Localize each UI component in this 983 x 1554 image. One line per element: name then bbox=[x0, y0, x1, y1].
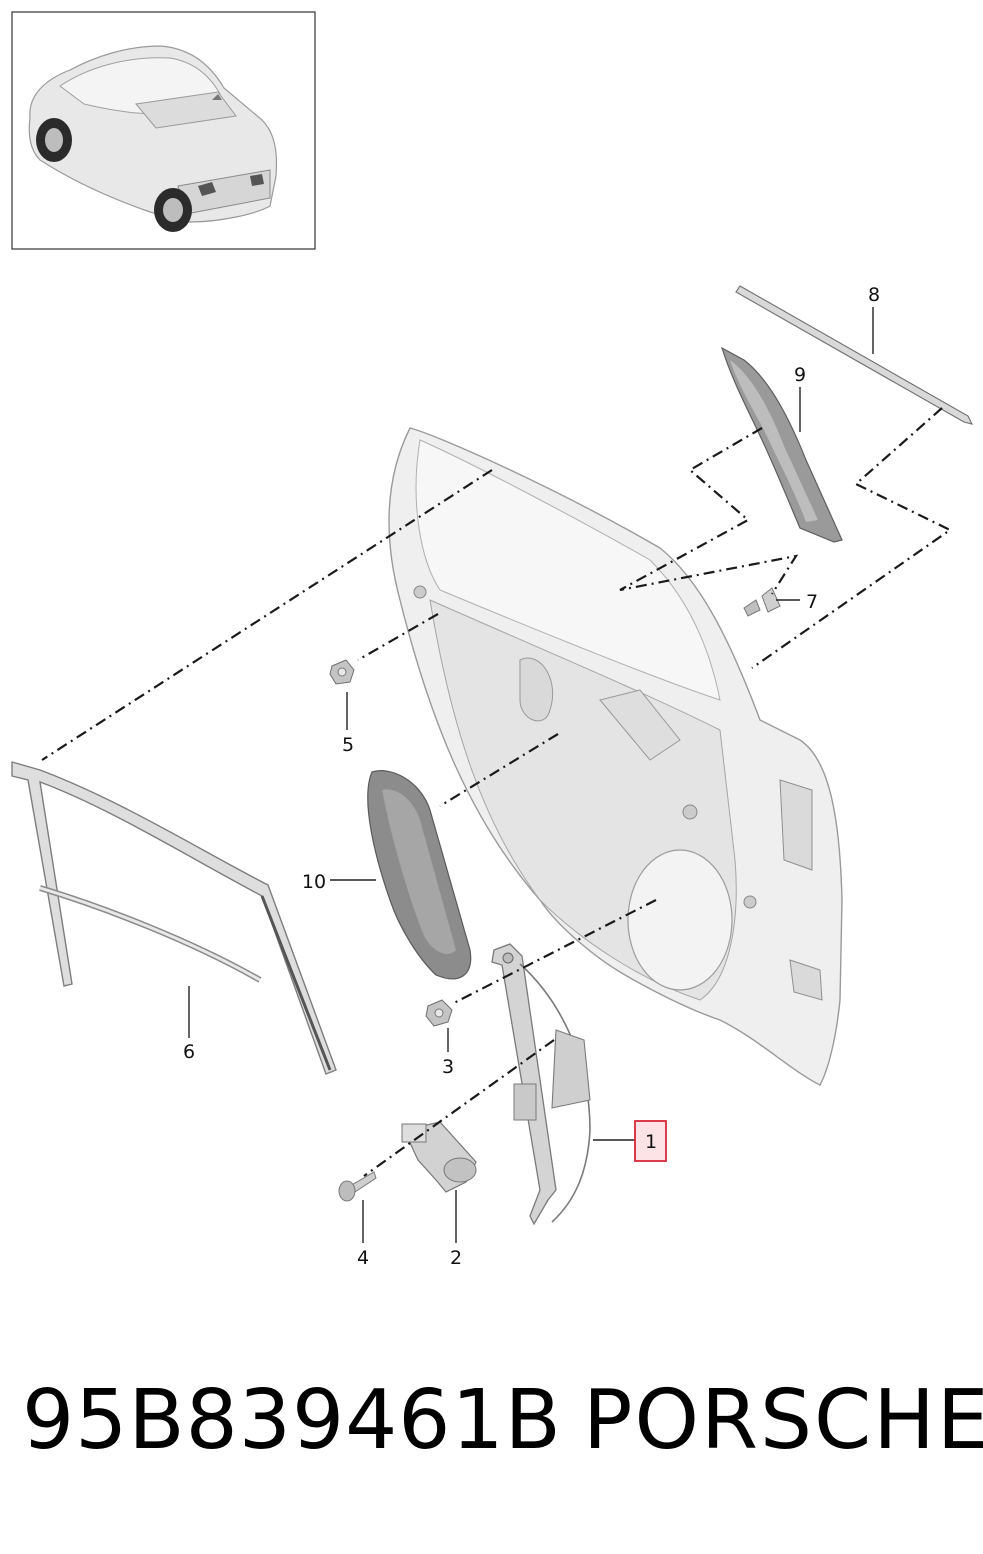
callout-label-6: 6 bbox=[183, 1041, 195, 1063]
callout-label-2: 2 bbox=[450, 1247, 462, 1269]
regulator-motor-part-2 bbox=[401, 1121, 477, 1193]
callout-1-highlight-box bbox=[634, 1120, 667, 1162]
window-trim-part-9 bbox=[720, 346, 843, 543]
nut-part-5 bbox=[329, 659, 355, 685]
belt-strip-part-8 bbox=[735, 285, 974, 425]
callout-label-5: 5 bbox=[342, 734, 354, 756]
part-number: 95B839461B bbox=[22, 1373, 562, 1468]
callout-label-9: 9 bbox=[794, 364, 806, 386]
clip-part-7 bbox=[743, 587, 781, 617]
assembly-lines bbox=[41, 407, 953, 1177]
window-seal-part-6 bbox=[11, 761, 337, 1075]
callout-label-1: 1 bbox=[645, 1131, 657, 1153]
window-regulator-part-1 bbox=[491, 943, 591, 1226]
vehicle-overview-inset bbox=[11, 11, 316, 250]
bolt-part-4 bbox=[338, 1171, 377, 1202]
callout-label-8: 8 bbox=[868, 284, 880, 306]
door-shell bbox=[388, 427, 843, 1086]
insulation-pad-part-10 bbox=[367, 770, 472, 980]
callout-label-7: 7 bbox=[806, 591, 818, 613]
leader-lines bbox=[188, 307, 874, 1243]
callout-labels: 1 2 3 4 5 6 7 8 9 10 bbox=[183, 284, 880, 1269]
callout-label-10: 10 bbox=[302, 871, 326, 893]
callout-label-3: 3 bbox=[442, 1056, 454, 1078]
car-illustration bbox=[28, 45, 278, 232]
brand-name: PORSCHE bbox=[583, 1373, 983, 1468]
callout-label-4: 4 bbox=[357, 1247, 369, 1269]
nut-part-3 bbox=[425, 999, 453, 1027]
